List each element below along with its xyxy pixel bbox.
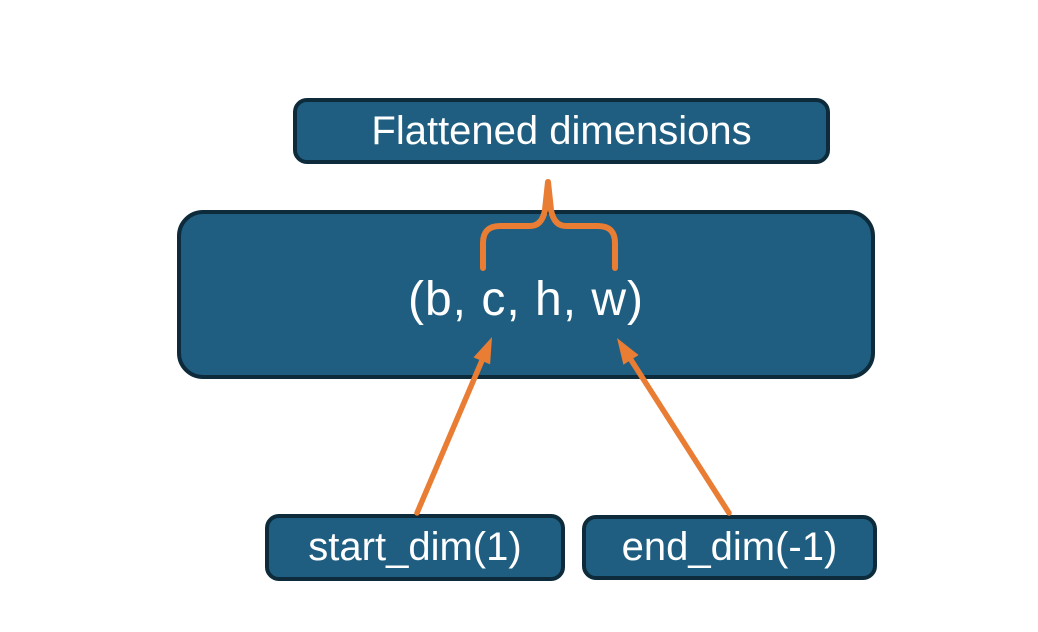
start-dim-label: start_dim(1) <box>308 525 522 569</box>
flattened-dimensions-label: Flattened dimensions <box>371 108 752 153</box>
tensor-shape-box: (b, c, h, w) <box>177 210 875 379</box>
end-dim-label: end_dim(-1) <box>621 525 838 569</box>
flattened-dimensions-box: Flattened dimensions <box>293 98 830 164</box>
start-dim-box: start_dim(1) <box>265 514 565 581</box>
end-dim-box: end_dim(-1) <box>582 515 877 580</box>
tensor-shape-label: (b, c, h, w) <box>407 273 645 326</box>
